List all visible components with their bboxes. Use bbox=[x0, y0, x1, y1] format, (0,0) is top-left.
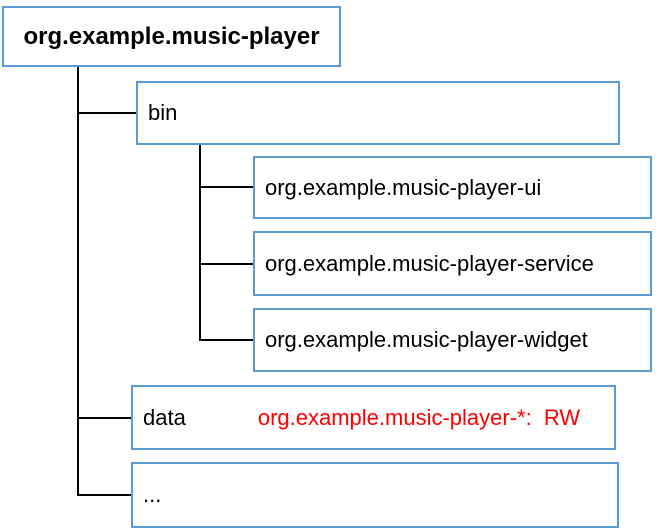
data-directory-label: data bbox=[143, 404, 186, 430]
service-binary-label: org.example.music-player-service bbox=[265, 250, 594, 276]
node-service-binary: org.example.music-player-service bbox=[253, 231, 652, 296]
node-widget-binary: org.example.music-player-widget bbox=[253, 308, 652, 372]
bin-directory-label: bin bbox=[148, 100, 178, 125]
connector-to-ellipsis bbox=[77, 494, 131, 496]
connector-to-data bbox=[79, 417, 131, 419]
data-permission-annotation: org.example.music-player-*: RW bbox=[257, 404, 581, 430]
bin-trunk-line bbox=[199, 145, 201, 341]
widget-binary-label: org.example.music-player-widget bbox=[265, 327, 588, 352]
node-ui-binary: org.example.music-player-ui bbox=[253, 156, 652, 219]
node-ellipsis: ... bbox=[131, 462, 619, 528]
node-data-directory: data org.example.music-player-*: RW bbox=[131, 385, 616, 450]
root-trunk-line bbox=[77, 67, 79, 496]
connector-to-ui bbox=[201, 186, 253, 188]
node-root-package: org.example.music-player bbox=[2, 6, 341, 67]
ellipsis-label: ... bbox=[143, 482, 162, 507]
root-package-label: org.example.music-player bbox=[23, 22, 320, 50]
connector-to-widget bbox=[199, 339, 253, 341]
connector-to-service bbox=[201, 263, 253, 265]
node-bin-directory: bin bbox=[136, 81, 620, 145]
ui-binary-label: org.example.music-player-ui bbox=[265, 174, 542, 200]
connector-to-bin bbox=[79, 112, 136, 114]
